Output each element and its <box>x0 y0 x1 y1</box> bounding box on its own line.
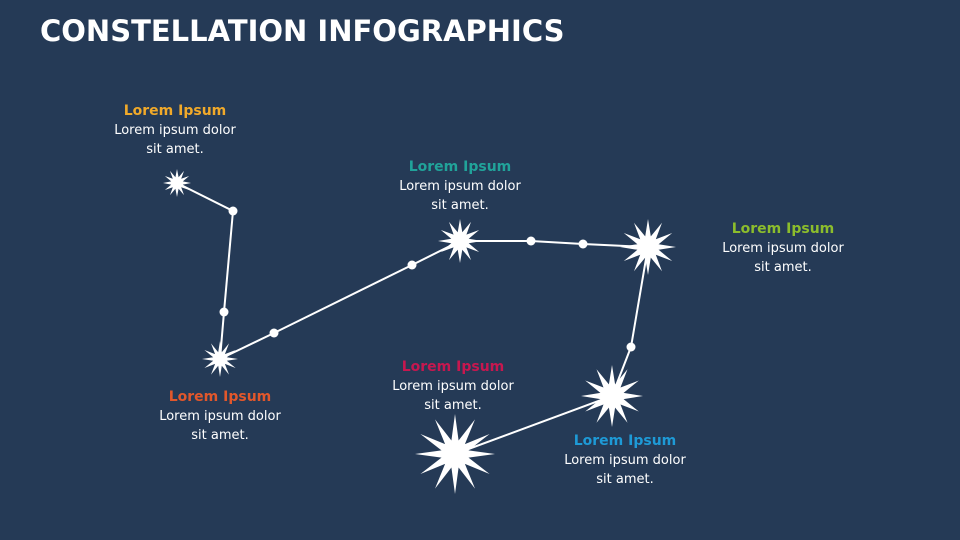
connector-dot-7 <box>626 342 636 352</box>
star-icon-4 <box>620 219 676 275</box>
connector-dot-6 <box>578 239 588 249</box>
label-4: Lorem Ipsum Lorem ipsum dolor sit amet. <box>698 219 868 277</box>
label-1: Lorem Ipsum Lorem ipsum dolor sit amet. <box>90 101 260 159</box>
star-icon-6 <box>415 414 495 494</box>
label-6-heading: Lorem Ipsum <box>573 433 677 449</box>
label-2-text: Lorem ipsum dolor sit amet. <box>159 409 281 443</box>
connector-dot-4 <box>407 260 417 270</box>
label-1-heading: Lorem Ipsum <box>123 103 227 119</box>
star-icon-1 <box>163 169 191 197</box>
label-5-text: Lorem ipsum dolor sit amet. <box>392 379 514 413</box>
connector-dot-2 <box>219 307 229 317</box>
star-icon-2 <box>202 341 238 377</box>
label-6: Lorem Ipsum Lorem ipsum dolor sit amet. <box>540 431 710 489</box>
label-5: Lorem Ipsum Lorem ipsum dolor sit amet. <box>368 357 538 415</box>
label-2-heading: Lorem Ipsum <box>168 389 272 405</box>
label-4-heading: Lorem Ipsum <box>731 221 835 237</box>
star-icon-3 <box>438 219 482 263</box>
label-2: Lorem Ipsum Lorem ipsum dolor sit amet. <box>135 387 305 445</box>
label-3-heading: Lorem Ipsum <box>408 159 512 175</box>
label-6-text: Lorem ipsum dolor sit amet. <box>564 453 686 487</box>
label-3-text: Lorem ipsum dolor sit amet. <box>399 179 521 213</box>
connector-dot-5 <box>526 236 536 246</box>
label-5-heading: Lorem Ipsum <box>401 359 505 375</box>
connector-dot-3 <box>269 328 279 338</box>
label-1-text: Lorem ipsum dolor sit amet. <box>114 123 236 157</box>
star-icon-5 <box>581 365 643 427</box>
label-3: Lorem Ipsum Lorem ipsum dolor sit amet. <box>375 157 545 215</box>
slide-title: CONSTELLATION INFOGRAPHICS <box>40 14 565 48</box>
connector-dot-1 <box>228 206 238 216</box>
label-4-text: Lorem ipsum dolor sit amet. <box>722 241 844 275</box>
